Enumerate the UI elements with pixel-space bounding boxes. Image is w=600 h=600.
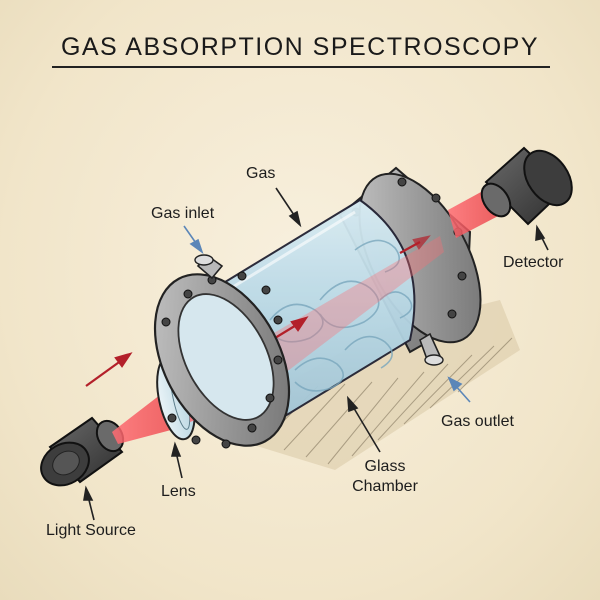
label-gas: Gas: [246, 165, 276, 182]
light-beam-in-chamber: [262, 236, 444, 386]
chamber-front-flange: [153, 271, 291, 449]
leader-arrows: [83, 187, 549, 521]
label-gas-outlet: Gas outlet: [441, 413, 514, 430]
light-source: [40, 416, 125, 487]
label-glass: Glass: [364, 458, 406, 475]
gas-outlet-pipe: [419, 332, 444, 366]
beam-direction-arrows: [85, 235, 431, 387]
label-detector: Detector: [503, 254, 564, 271]
label-chamber: Chamber: [352, 478, 418, 495]
gas-inlet-pipe: [194, 254, 224, 280]
title-underline: [52, 66, 550, 68]
label-light-source: Light Source: [46, 522, 136, 539]
label-lens: Lens: [161, 483, 196, 500]
label-gas-inlet: Gas inlet: [151, 205, 215, 222]
detector: [480, 146, 573, 226]
diagram-title: GAS ABSORPTION SPECTROSCOPY: [60, 33, 540, 61]
label-glass-chamber: Glass Chamber: [350, 457, 420, 497]
